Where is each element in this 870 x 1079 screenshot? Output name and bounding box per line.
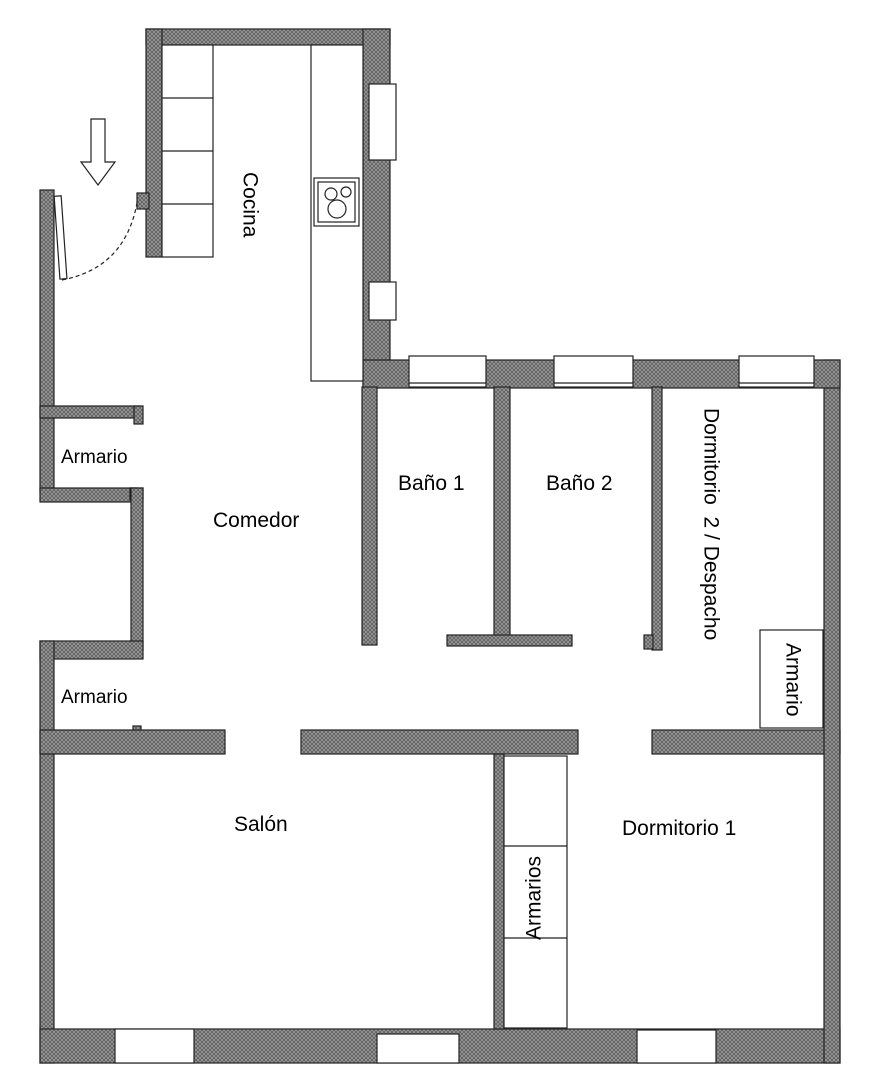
wall-bath-divider	[493, 386, 511, 646]
wall-closet1-right	[130, 487, 144, 651]
wall-door-jamb	[136, 192, 150, 210]
door-leaf	[53, 195, 68, 280]
window-bath-1	[408, 355, 487, 388]
wall-corridor-1	[39, 729, 226, 755]
wall-corridor-3	[651, 729, 841, 755]
window-bath-2	[553, 355, 634, 388]
wall-salon-divider	[493, 753, 505, 1030]
window-dorm-2	[738, 355, 815, 388]
label-comedor: Comedor	[213, 509, 299, 532]
label-armarios: Armarios	[523, 856, 546, 940]
label-dormitorio-2: Dormitorio 2 / Despacho	[699, 408, 722, 640]
label-armario-3: Armario	[781, 643, 804, 717]
wall-closet2-top	[39, 640, 144, 660]
wall-bath2-right-foot	[643, 634, 654, 650]
wall-bath1-left	[361, 386, 378, 646]
window-kitchen-2	[368, 281, 397, 321]
closet-dorm2	[759, 629, 824, 729]
wall-corridor-2	[300, 729, 579, 755]
window-dorm-1	[636, 1029, 717, 1064]
window-kitchen-1	[368, 83, 397, 161]
label-armario-2: Armario	[61, 687, 128, 708]
wall-closet1-bottom	[39, 487, 138, 503]
wall-kitchen-right	[362, 28, 391, 388]
kitchen-furniture	[161, 44, 364, 382]
closets	[503, 629, 824, 1029]
windows	[114, 83, 815, 1064]
label-salon: Salón	[234, 813, 288, 836]
wall-right	[823, 359, 841, 1064]
label-bano-1: Baño 1	[398, 472, 465, 495]
wall-kitchen-top	[145, 28, 391, 46]
wall-lower-left	[39, 640, 55, 1064]
wall-bath-divider-foot	[446, 634, 573, 647]
entrance-door	[53, 118, 138, 281]
label-armario-1: Armario	[61, 447, 128, 468]
room-labels: Cocina Comedor Armario Armario Baño 1 Ba…	[61, 172, 804, 940]
wall-kitchen-left	[145, 28, 163, 258]
wall-closet1-top	[39, 405, 141, 419]
window-salon-1	[114, 1028, 195, 1064]
label-dormitorio-1: Dormitorio 1	[622, 817, 736, 840]
door-swing	[61, 202, 138, 281]
wall-closet1-stub	[133, 405, 144, 425]
label-cocina: Cocina	[238, 172, 261, 238]
wall-bath2-right	[651, 386, 663, 651]
closet-armarios	[503, 755, 568, 1029]
cooktop-icon	[313, 177, 360, 227]
window-salon-2	[376, 1033, 460, 1064]
arrow-down-icon	[79, 118, 117, 187]
wall-entrance-left	[39, 189, 55, 493]
label-bano-2: Baño 2	[546, 472, 613, 495]
